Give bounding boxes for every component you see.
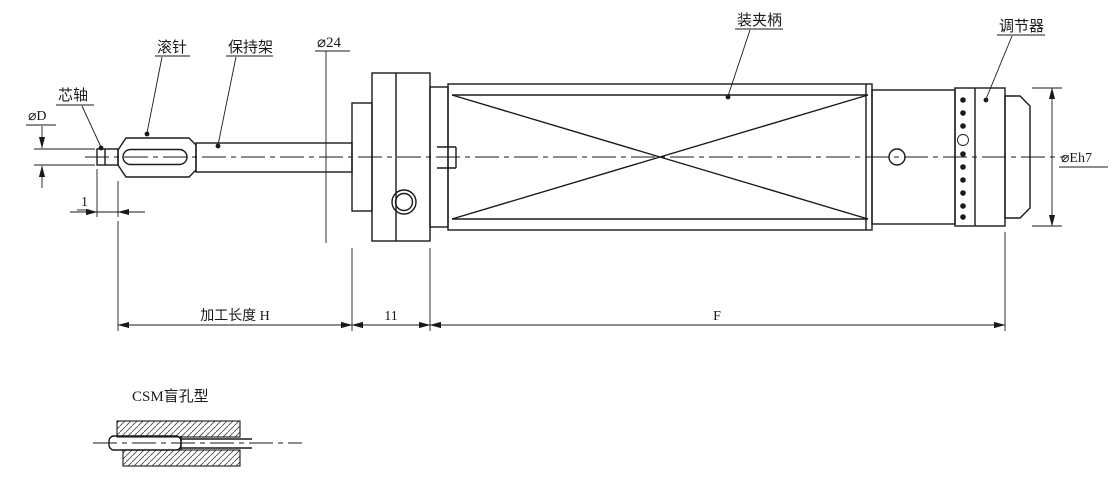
- roller-pin: [122, 148, 188, 166]
- label-shank: 装夹柄: [737, 12, 782, 29]
- leader-shank: [727, 29, 751, 97]
- leader-adjuster: [985, 35, 1013, 100]
- label-adjuster: 调节器: [999, 18, 1044, 35]
- adjuster-holes: [957, 97, 969, 220]
- label-mandrel: 芯轴: [58, 87, 88, 104]
- dim-tip-length: 1: [81, 195, 88, 210]
- detail-label: CSM盲孔型: [132, 388, 209, 405]
- dim-dia-d: ⌀D: [28, 109, 47, 124]
- flange-hole-inner: [394, 192, 414, 212]
- roller-head: [117, 137, 197, 178]
- end-cap: [1004, 95, 1031, 219]
- leader-cage-dot: [215, 143, 221, 149]
- leader-mandrel: [81, 105, 102, 148]
- label-roller: 滚针: [157, 39, 187, 56]
- label-dia24: ⌀24: [317, 35, 342, 51]
- leader-cage: [217, 56, 237, 146]
- shank-cross-b: [451, 94, 869, 220]
- flange-hole-outer: [391, 189, 417, 215]
- dim-flange-width: 11: [384, 309, 397, 324]
- leader-roller: [146, 56, 163, 134]
- dim-shank-length: F: [713, 309, 721, 324]
- detail-workpiece-top: [116, 420, 241, 438]
- detail-view-csm: CSM盲孔型: [93, 388, 302, 467]
- diameter-dimensions: ⌀D ⌀Eh7: [26, 87, 1108, 227]
- length-dimensions: 1 加工长度 H 11 F: [70, 169, 1006, 331]
- detail-workpiece-bottom: [122, 449, 241, 467]
- sleeve-hole: [888, 148, 906, 166]
- part-labels: 芯轴 滚针 保持架 ⌀24 装夹柄 调节器: [56, 12, 1045, 243]
- dim-dia-eh7: ⌀Eh7: [1061, 151, 1092, 166]
- tool-profile: [96, 72, 1031, 242]
- leader-shank-dot: [725, 94, 731, 100]
- label-cage: 保持架: [228, 39, 273, 56]
- dim-working-length: 加工长度 H: [200, 308, 270, 324]
- mouth-notch: [437, 146, 457, 169]
- leader-roller-dot: [144, 131, 150, 137]
- leader-mandrel-dot: [98, 145, 104, 151]
- leader-adjuster-dot: [983, 97, 989, 103]
